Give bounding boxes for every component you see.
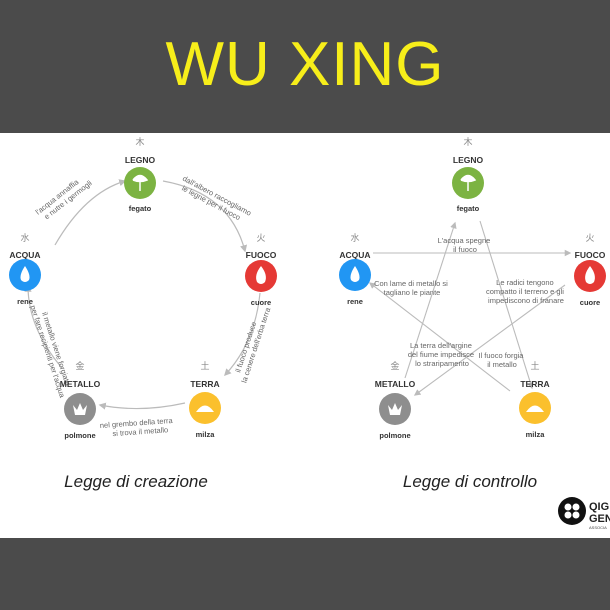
svg-text:土: 土 (530, 360, 539, 371)
svg-text:FUOCO: FUOCO (575, 250, 606, 260)
water-drop-icon (350, 266, 360, 282)
note-acqua-legno: l'acqua annaffia e nutre i germogli (34, 171, 94, 224)
svg-text:polmone: polmone (379, 431, 410, 440)
sun-icon (526, 405, 544, 412)
note-fuoco-metallo: Il fuoco forgia il metallo (478, 351, 525, 369)
svg-text:QIG: QIG (589, 501, 609, 513)
svg-text:fegato: fegato (457, 204, 480, 213)
logo-icon (558, 497, 586, 525)
arrow-metallo-legno (404, 221, 457, 379)
svg-text:GEN: GEN (589, 513, 610, 525)
svg-text:TERRA: TERRA (190, 379, 219, 389)
svg-text:LEGNO: LEGNO (125, 155, 156, 165)
page-title: WU XING (165, 30, 445, 99)
creation-diagram: l'acqua annaffia e nutre i germogli dall… (9, 136, 277, 491)
node-terra: 土 TERRA milza (189, 360, 221, 439)
fire-icon (585, 266, 595, 284)
arrow-metallo-acqua (24, 284, 63, 369)
arrow-fuoco-metallo (413, 284, 566, 396)
arrow-legno-terra (479, 220, 534, 390)
note-terra-metallo: nel grembo della terra si trova il metal… (100, 416, 176, 439)
svg-text:milza: milza (196, 430, 216, 439)
svg-text:LEGNO: LEGNO (453, 155, 484, 165)
note-legno-terra: Le radici tengono compatto il terreno e … (486, 278, 566, 305)
arrow-acqua-legno (54, 179, 127, 246)
svg-text:METALLO: METALLO (375, 379, 416, 389)
note-terra-acqua: La terra dell'argine del fiume impedisce… (408, 341, 476, 368)
svg-text:金: 金 (75, 360, 84, 371)
tree-icon (460, 174, 477, 191)
fire-icon (256, 266, 266, 284)
caption-control: Legge di controllo (403, 472, 537, 491)
svg-text:ASSOCIA: ASSOCIA (589, 525, 607, 530)
svg-text:金: 金 (390, 360, 399, 371)
svg-text:FUOCO: FUOCO (246, 250, 277, 260)
arrow-fuoco-terra (224, 292, 261, 377)
svg-text:rene: rene (17, 297, 33, 306)
svg-text:TERRA: TERRA (520, 379, 549, 389)
svg-text:木: 木 (135, 136, 144, 147)
arrow-legno-fuoco (162, 180, 248, 253)
node-terra-control: 土 TERRA milza (519, 360, 551, 439)
svg-text:火: 火 (585, 233, 594, 243)
svg-text:土: 土 (200, 360, 209, 371)
svg-text:cuore: cuore (580, 298, 600, 307)
water-drop-icon (20, 266, 30, 282)
arrow-terra-acqua (368, 282, 511, 392)
node-fuoco-control: 火 FUOCO cuore (574, 233, 606, 307)
sun-icon (196, 405, 214, 412)
node-acqua: 水 ACQUA rene (9, 232, 41, 306)
note-fuoco-terra: il fuoco produce la cenere dell'erba ter… (231, 303, 273, 384)
svg-text:水: 水 (20, 232, 29, 243)
svg-text:polmone: polmone (64, 431, 95, 440)
tree-icon (132, 174, 149, 191)
crown-icon (73, 403, 87, 415)
node-fuoco: 火 FUOCO cuore (245, 233, 277, 307)
svg-text:ACQUA: ACQUA (9, 250, 40, 260)
diagram-panel: l'acqua annaffia e nutre i germogli dall… (0, 133, 610, 538)
svg-text:fegato: fegato (129, 204, 152, 213)
svg-text:ACQUA: ACQUA (339, 250, 370, 260)
svg-text:cuore: cuore (251, 298, 271, 307)
wu-xing-diagram: l'acqua annaffia e nutre i germogli dall… (9, 136, 610, 530)
svg-text:METALLO: METALLO (60, 379, 101, 389)
note-acqua-fuoco: L'acqua spegne il fuoco (438, 236, 493, 254)
node-legno: 木 LEGNO fegato (124, 136, 156, 213)
svg-text:木: 木 (463, 136, 472, 147)
node-legno-control: 木 LEGNO fegato (452, 136, 484, 213)
svg-text:水: 水 (350, 232, 359, 243)
svg-text:rene: rene (347, 297, 363, 306)
qigong-logo: QIG GEN ASSOCIA (558, 497, 610, 530)
control-diagram: L'acqua spegne il fuoco Le radici tengon… (339, 136, 606, 491)
caption-creation: Legge di creazione (64, 472, 208, 491)
svg-text:milza: milza (526, 430, 546, 439)
node-metallo: 金 METALLO polmone (60, 360, 101, 440)
svg-text:火: 火 (256, 233, 265, 243)
crown-icon (388, 403, 402, 415)
node-acqua-control: 水 ACQUA rene (339, 232, 371, 306)
arrow-terra-metallo (98, 402, 186, 410)
node-metallo-control: 金 METALLO polmone (375, 360, 416, 440)
note-legno-fuoco: dall'albero raccogliamo le legne per il … (177, 174, 255, 227)
note-metallo-legno: Con lame di metallo si tagliano le piant… (374, 279, 450, 297)
